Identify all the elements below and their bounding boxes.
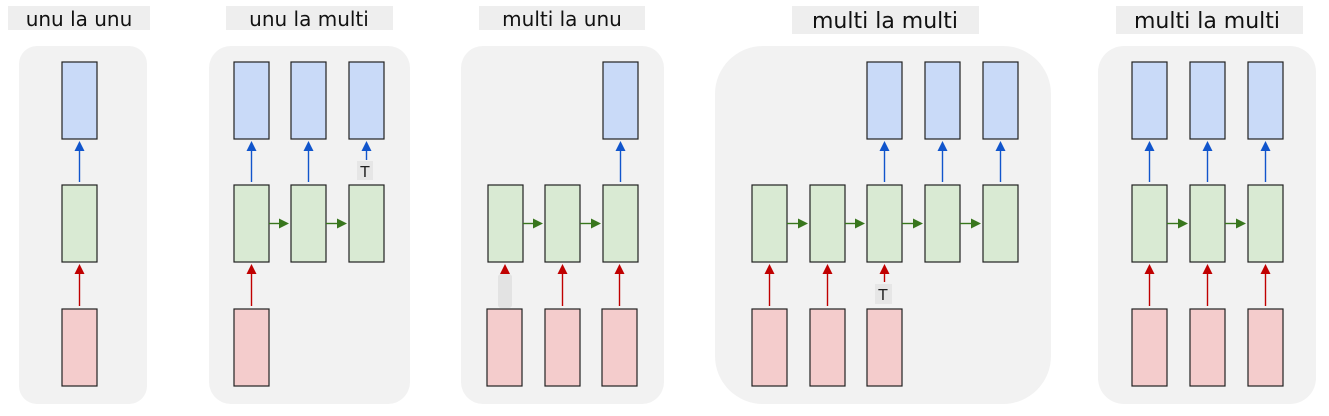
output-box (233, 61, 270, 140)
panel-title-bg (1116, 6, 1303, 34)
hidden-box (751, 184, 788, 263)
output-box (61, 61, 98, 140)
erased-patch (498, 274, 512, 308)
output-box (290, 61, 327, 140)
hidden-box (348, 184, 385, 263)
mark-label: T (877, 286, 888, 304)
input-box (61, 308, 98, 387)
panel-one-to-many-content: T (233, 61, 385, 387)
panel-title: unu la multi (249, 7, 369, 31)
panel-title-bg (8, 6, 150, 30)
output-box (1189, 61, 1226, 140)
panel-title: unu la unu (26, 7, 133, 31)
panel-many-to-many-synced-content (1131, 61, 1284, 387)
hidden-box (61, 184, 98, 263)
input-box (486, 308, 523, 387)
output-box (866, 61, 903, 140)
mark-label-bg (875, 284, 892, 304)
hidden-box (602, 184, 639, 263)
input-box (1247, 308, 1284, 387)
hidden-box (809, 184, 846, 263)
hidden-box (290, 184, 327, 263)
hidden-box (1189, 184, 1226, 263)
hidden-box (924, 184, 961, 263)
input-box (809, 308, 846, 387)
output-box (1131, 61, 1168, 140)
input-box (601, 308, 638, 387)
input-box (751, 308, 788, 387)
input-box (1189, 308, 1226, 387)
output-box (982, 61, 1019, 140)
output-box (602, 61, 639, 140)
input-box (544, 308, 581, 387)
panel-many-to-one-content (486, 61, 639, 387)
hidden-box (544, 184, 581, 263)
hidden-box (982, 184, 1019, 263)
input-box (233, 308, 270, 387)
mark-label-bg (357, 161, 373, 180)
hidden-box (1247, 184, 1284, 263)
panel-one-to-one-content (61, 61, 98, 387)
hidden-box (487, 184, 524, 263)
panel-title: multi la multi (1134, 9, 1280, 34)
output-box (1247, 61, 1284, 140)
input-box (866, 308, 903, 387)
panel-title-bg (479, 6, 645, 30)
input-box (1131, 308, 1168, 387)
hidden-box (233, 184, 270, 263)
mark-label: T (359, 163, 370, 181)
panel-many-to-many-delayed-content: T (751, 61, 1019, 387)
hidden-box (1131, 184, 1168, 263)
panel-title: multi la multi (812, 9, 958, 34)
panel-title: multi la unu (502, 7, 622, 31)
panel-title-bg (792, 6, 979, 34)
output-box (924, 61, 961, 140)
output-box (348, 61, 385, 140)
panel-title-bg (226, 6, 393, 30)
hidden-box (866, 184, 903, 263)
